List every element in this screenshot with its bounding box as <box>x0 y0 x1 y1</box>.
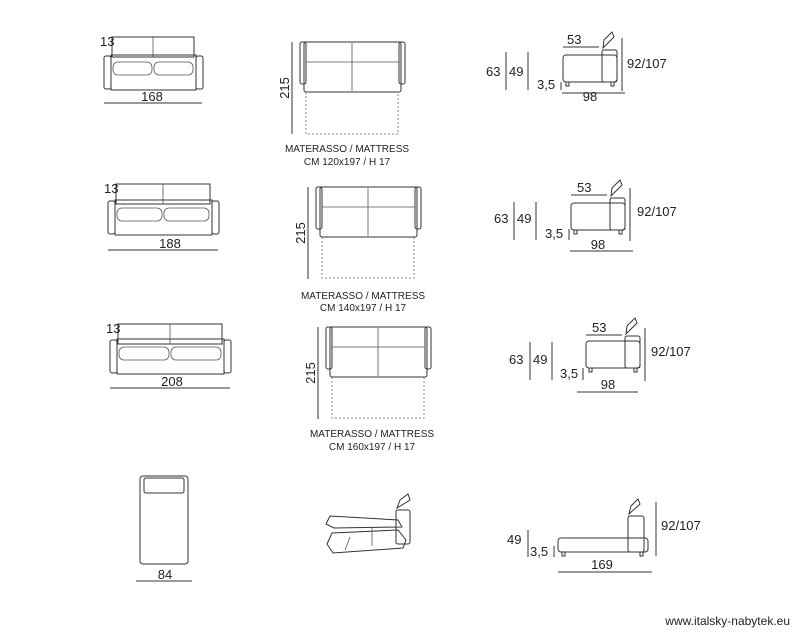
sofa-front-view-2: 13 188 <box>104 181 220 251</box>
leg-height-label: 3,5 <box>560 366 578 381</box>
width-label: 168 <box>141 89 163 104</box>
sofa-bed-view-2: 215 MATERASSO / MATTRESS CM 140x197 / H … <box>293 186 425 314</box>
sofa-side-view-3: 53 63 49 3,5 98 92/107 <box>509 317 691 393</box>
seat-height-label: 49 <box>517 211 531 226</box>
chaise-reclining-view <box>325 493 411 554</box>
seat-depth-label: 53 <box>592 320 606 335</box>
height-total-label: 63 <box>509 352 523 367</box>
back-depth-label: 13 <box>104 181 118 196</box>
leg-height-label: 3,5 <box>537 77 555 92</box>
depth-label: 98 <box>601 377 615 392</box>
back-depth-label: 13 <box>106 321 120 336</box>
chaise-headrest-height-label: 92/107 <box>661 518 701 533</box>
chaise-length-label: 169 <box>591 557 613 572</box>
sofa-front-view-3: 13 208 <box>106 321 232 389</box>
seat-height-label: 49 <box>509 64 523 79</box>
bed-length-label: 215 <box>277 77 292 99</box>
back-depth-label: 13 <box>100 34 114 49</box>
width-label: 188 <box>159 236 181 251</box>
seat-height-label: 49 <box>533 352 547 367</box>
height-total-label: 63 <box>486 64 500 79</box>
source-watermark: www.italsky-nabytek.eu <box>664 614 790 628</box>
chaise-leg-height-label: 3,5 <box>530 544 548 559</box>
bed-length-label: 215 <box>303 362 318 384</box>
sofa-bed-view-3: 215 MATERASSO / MATTRESS CM 160x197 / H … <box>303 326 434 453</box>
mattress-caption-line1: MATERASSO / MATTRESS <box>301 291 425 302</box>
headrest-height-label: 92/107 <box>627 56 667 71</box>
sofa-bed-view-1: 215 MATERASSO / MATTRESS CM 120x197 / H … <box>277 41 409 168</box>
chaise-side-view: 49 3,5 169 92/107 <box>507 498 701 573</box>
chaise-top-view: 84 <box>136 475 192 582</box>
headrest-height-label: 92/107 <box>651 344 691 359</box>
seat-depth-label: 53 <box>567 32 581 47</box>
sofa-side-view-2: 53 63 49 3,5 98 92/107 <box>494 179 677 252</box>
width-label: 208 <box>161 374 183 389</box>
chaise-seat-height-label: 49 <box>507 532 521 547</box>
depth-label: 98 <box>591 237 605 252</box>
headrest-height-label: 92/107 <box>637 204 677 219</box>
depth-label: 98 <box>583 89 597 104</box>
chaise-width-label: 84 <box>158 567 172 582</box>
mattress-caption-line2: CM 160x197 / H 17 <box>329 442 416 453</box>
mattress-caption-line2: CM 140x197 / H 17 <box>320 303 407 314</box>
sofa-side-view-1: 53 63 49 3,5 98 92/107 <box>486 31 667 104</box>
seat-depth-label: 53 <box>577 180 591 195</box>
mattress-caption-line2: CM 120x197 / H 17 <box>304 157 391 168</box>
height-total-label: 63 <box>494 211 508 226</box>
leg-height-label: 3,5 <box>545 226 563 241</box>
sofa-front-view-1: 13 168 <box>100 34 204 104</box>
mattress-caption-line1: MATERASSO / MATTRESS <box>285 144 409 155</box>
mattress-caption-line1: MATERASSO / MATTRESS <box>310 429 434 440</box>
bed-length-label: 215 <box>293 222 308 244</box>
